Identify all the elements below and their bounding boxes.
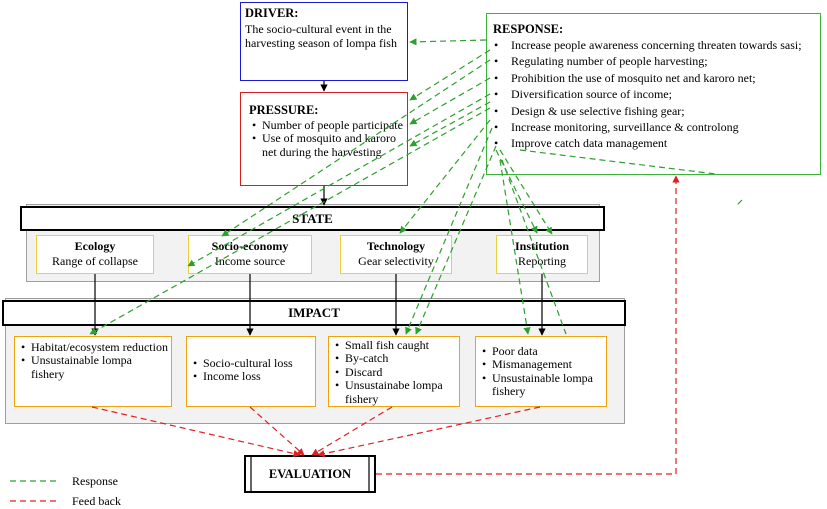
impact-item: Poor data — [481, 344, 603, 359]
pressure-item: Number of people participate — [251, 118, 403, 133]
response-line-to-institution-2 — [499, 149, 553, 235]
response-item: Improve catch data management — [493, 137, 812, 152]
impact-box-technology: Small fish caught By-catch Discard Unsus… — [328, 336, 460, 407]
impact-label: IMPACT — [288, 305, 340, 320]
impact-list: Habitat/ecosystem reduction Unsustainabl… — [20, 340, 168, 381]
impact-item: Socio-cultural loss — [192, 356, 312, 371]
impact-item: Habitat/ecosystem reduction — [20, 340, 168, 355]
impact-band: IMPACT — [2, 300, 626, 326]
state-box-technology: Technology Gear selectivity — [340, 235, 452, 274]
feedback-line-to-response — [376, 175, 680, 475]
feedback-line-technology — [311, 406, 393, 456]
pressure-title: PRESSURE: — [249, 103, 319, 117]
impact-item: Unsustainable lompa fishery — [481, 371, 603, 399]
pressure-item: Use of mosquito and karoro net during th… — [251, 132, 403, 159]
impact-box-socio-economy: Socio-cultural loss Income loss — [186, 336, 316, 407]
response-list: Increase people awareness concerning thr… — [493, 38, 812, 152]
driver-box: DRIVER: The socio-cultural event in the … — [240, 2, 408, 81]
state-box-title: Institution — [514, 239, 570, 253]
response-item: Diversification source of income; — [493, 88, 812, 103]
response-item: Increase people awareness concerning thr… — [493, 38, 812, 53]
response-item: Prohibition the use of mosquito net and … — [493, 71, 812, 86]
response-line-stray — [519, 149, 717, 175]
state-band: STATE — [20, 206, 605, 231]
state-box-sub: Income source — [214, 254, 286, 268]
state-box-title: Socio-economy — [211, 239, 289, 253]
response-line-to-smallfish — [405, 127, 493, 335]
state-box-title: Ecology — [74, 239, 116, 253]
impact-item: Discard — [334, 365, 456, 380]
state-box-sub: Range of collapse — [52, 254, 138, 268]
legend-response-label: Response — [72, 474, 118, 488]
legend-feedback-label: Feed back — [72, 494, 121, 508]
response-line-to-bycatch — [415, 145, 497, 335]
response-line-tick — [735, 199, 743, 207]
response-line-to-pressure — [409, 49, 491, 101]
impact-item: Unsustainabe lompa fishery — [334, 379, 456, 406]
response-box: RESPONSE: Increase people awareness conc… — [486, 13, 821, 175]
state-box-title: Technology — [366, 239, 426, 253]
response-item: Regulating number of people harvesting; — [493, 55, 812, 70]
impact-list: Small fish caught By-catch Discard Unsus… — [334, 338, 456, 406]
driver-text: The socio-cultural event in the harvesti… — [245, 22, 397, 50]
response-item: Increase monitoring, surveillance & cont… — [493, 120, 812, 135]
response-title: RESPONSE: — [493, 22, 564, 36]
feedback-line-socio — [249, 406, 305, 456]
state-label: STATE — [292, 211, 333, 226]
state-box-sub: Gear selectivity — [358, 254, 434, 268]
response-line-to-technology — [399, 119, 491, 234]
driver-title: DRIVER: — [245, 6, 299, 20]
pressure-list: Number of people participate Use of mosq… — [251, 118, 403, 159]
impact-item: Mismanagement — [481, 357, 603, 372]
response-item: Design & use selective fishing gear; — [493, 104, 812, 119]
response-line-to-socio — [187, 93, 491, 267]
response-line-to-ecology — [221, 59, 491, 237]
evaluation-label: EVALUATION — [268, 467, 352, 481]
impact-box-institution: Poor data Mismanagement Unsustainable lo… — [475, 336, 607, 407]
feedback-line-ecology — [91, 406, 301, 458]
response-line-to-institution — [495, 149, 538, 234]
pressure-box: PRESSURE: Number of people participate U… — [240, 92, 408, 186]
impact-box-ecology: Habitat/ecosystem reduction Unsustainabl… — [14, 336, 172, 407]
impact-list: Socio-cultural loss Income loss — [192, 356, 312, 384]
impact-item: Unsustainable lompa fishery — [20, 354, 168, 381]
impact-item: By-catch — [334, 351, 456, 366]
state-box-sub: Reporting — [518, 254, 566, 268]
response-line-to-driver — [409, 38, 487, 46]
response-line-to-habitat — [89, 107, 491, 335]
impact-item: Income loss — [192, 369, 312, 384]
impact-item: Small fish caught — [334, 338, 456, 353]
response-line-to-pressure-3 — [409, 101, 491, 147]
state-box-ecology: Ecology Range of collapse — [36, 235, 154, 274]
feedback-line-institution — [317, 406, 541, 458]
response-line-to-mismanagement — [501, 159, 567, 335]
impact-list: Poor data Mismanagement Unsustainable lo… — [481, 344, 603, 399]
response-line-to-pressure-2 — [409, 77, 491, 125]
evaluation-box: EVALUATION — [244, 455, 376, 493]
